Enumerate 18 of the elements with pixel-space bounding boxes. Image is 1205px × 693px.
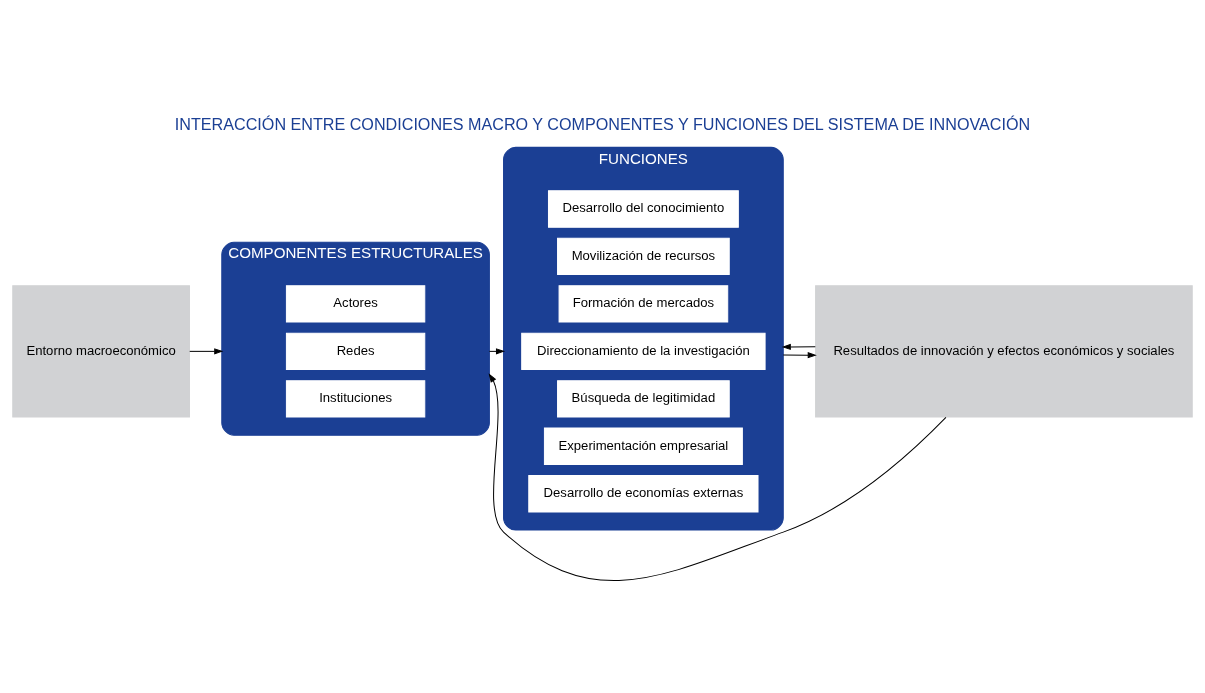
arrow [781, 343, 816, 350]
node-box: Redes [285, 332, 426, 370]
diagram-title: INTERACCIÓN ENTRE CONDICIONES MACRO Y COMPONENTES Y FUNCIONES DEL SISTEMA DE INNOVACIÓN [174, 114, 1031, 133]
node-box: Formación de mercados [558, 284, 729, 323]
node-box: Direccionamiento de la investigación [521, 332, 766, 370]
arrow [782, 351, 817, 358]
node-box: Búsqueda de legitimidad [557, 379, 730, 417]
node-box: Desarrollo de economías externas [528, 474, 759, 512]
arrow [488, 372, 947, 581]
node-box: Resultados de innovación y efectos económicos y sociales [815, 284, 1193, 417]
node-box: Experimentación empresarial [543, 427, 743, 465]
node-box: Actores [285, 284, 426, 323]
arrow [189, 347, 224, 355]
node-box: Desarrollo del conocimiento [547, 189, 739, 228]
node-box: Entorno macroeconómico [12, 284, 190, 417]
node-box: Movilización de recursos [557, 237, 730, 275]
node-box: Instituciones [285, 379, 426, 417]
arrow [488, 347, 506, 355]
